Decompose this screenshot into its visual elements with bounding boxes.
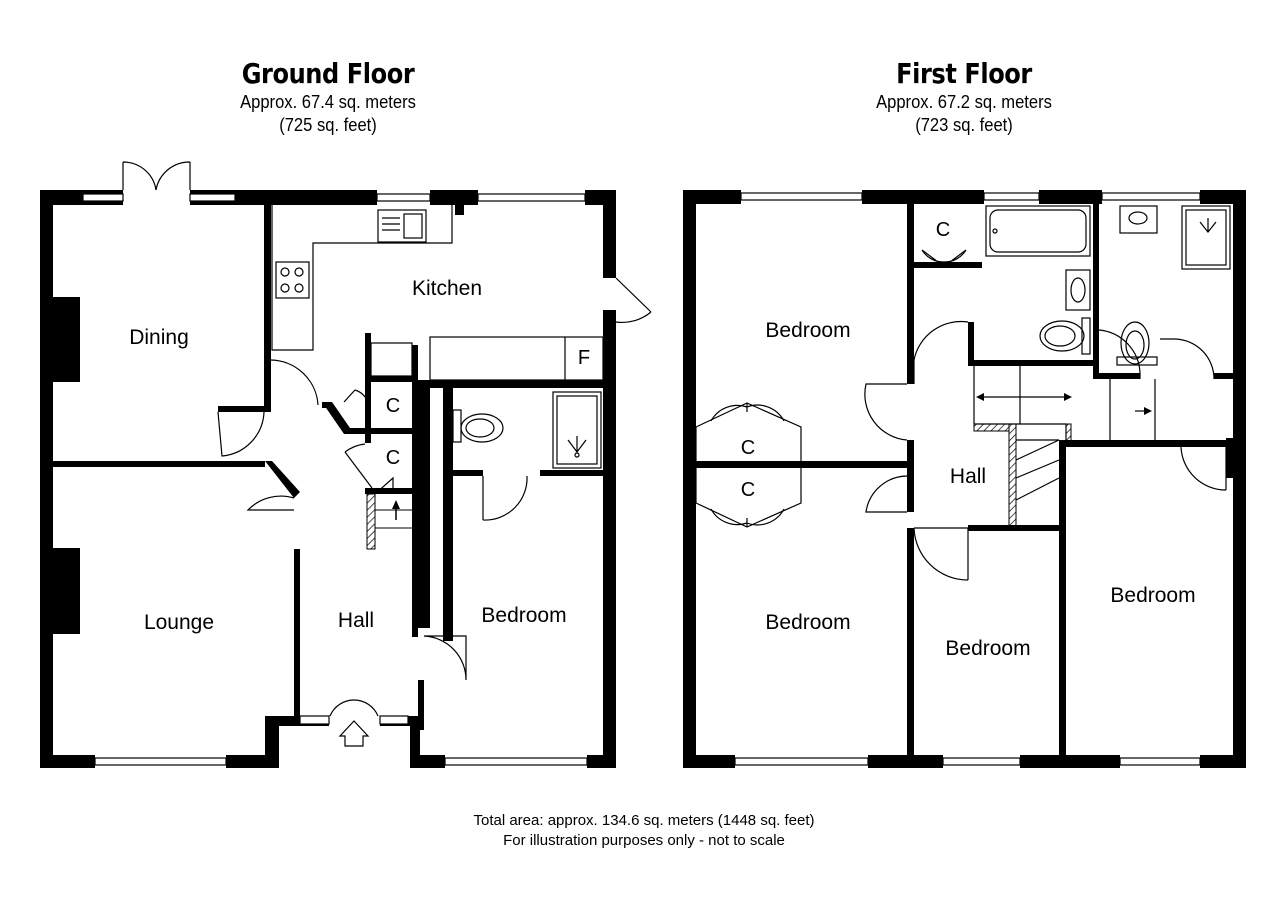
- first-floor-heading: First Floor Approx. 67.2 sq. meters (723…: [754, 57, 1174, 137]
- room-label-lounge: Lounge: [144, 611, 214, 634]
- toilet-bowl-icon-ff1: [1039, 320, 1085, 352]
- first-floor-title: First Floor: [896, 57, 1032, 90]
- stair-landing: [370, 342, 413, 377]
- first-floor-area-metric: Approx. 67.2 sq. meters: [876, 92, 1052, 112]
- wc-door: [482, 475, 528, 521]
- landing-arrow-left-icon: [976, 393, 984, 401]
- washbasin-icon-ff2: [1119, 205, 1158, 234]
- room-label-bedroom-4: Bedroom: [1110, 584, 1195, 607]
- room-label-dining: Dining: [129, 326, 189, 349]
- wardrobe-doors-top: [695, 402, 802, 461]
- first-floor-doors: [695, 249, 1227, 581]
- ground-floor-windows: [82, 193, 588, 766]
- cupboard-label-ff-wardrobe-2: C: [741, 479, 755, 501]
- kitchen-counter-lower: [429, 336, 604, 381]
- cupboard-label-lower: C: [386, 447, 400, 469]
- toilet-bowl-icon-ff2: [1120, 321, 1150, 365]
- dining-door: [217, 411, 265, 457]
- toilet-cistern-icon: [452, 409, 462, 443]
- landing-arrow-right-icon-2: [1144, 407, 1152, 415]
- room-label-bedroom: Bedroom: [481, 604, 566, 627]
- cupboard-door-ff-top: [921, 249, 967, 263]
- lounge-door: [246, 495, 295, 511]
- bedroom2-door: [865, 475, 908, 513]
- ensuite-door: [1160, 338, 1215, 380]
- first-floor-fittings: [973, 205, 1231, 501]
- toilet-cistern-icon-ff1: [1081, 317, 1091, 355]
- cupboard-label-ff-wardrobe-1: C: [741, 437, 755, 459]
- room-label-hall: Hall: [338, 609, 374, 632]
- first-floor-outer-walls: [683, 190, 1246, 768]
- total-area-text: Total area: approx. 134.6 sq. meters (14…: [473, 812, 815, 829]
- bedroom3-door: [913, 527, 969, 581]
- first-floor-area-imperial: (723 sq. feet): [915, 115, 1013, 135]
- cupboard-label-ff-top: C: [936, 219, 950, 241]
- bedroom1-door: [864, 383, 908, 441]
- cupboard-door-upper: [343, 389, 370, 421]
- disclaimer-text: For illustration purposes only - not to …: [503, 832, 785, 849]
- stair-up-arrow-icon: [392, 500, 400, 509]
- front-door: [329, 699, 379, 717]
- bathtub-icon: [985, 205, 1091, 257]
- ground-floor-stairs: [366, 476, 412, 550]
- shower-tray-icon: [552, 391, 602, 469]
- ground-floor-area-imperial: (725 sq. feet): [279, 115, 377, 135]
- french-doors: [122, 161, 191, 191]
- bedroom-door: [423, 635, 467, 681]
- plan-footer: Total area: approx. 134.6 sq. meters (14…: [0, 811, 1280, 851]
- bath-door: [1098, 329, 1141, 379]
- first-floor-windows: [734, 192, 1201, 766]
- kitchen-sink: [377, 209, 427, 243]
- first-floor-stairs: [973, 393, 1152, 531]
- room-label-hall-ff: Hall: [950, 465, 986, 488]
- kitchen-worktop: [271, 205, 453, 351]
- cupboard-door-lower: [344, 443, 373, 489]
- landing-arrow-right-icon: [1064, 393, 1072, 401]
- entrance-arrow-icon: [338, 720, 370, 747]
- ground-floor-area-metric: Approx. 67.4 sq. meters: [240, 92, 416, 112]
- ground-floor-title: Ground Floor: [241, 57, 415, 90]
- kitchen-back-door: [615, 277, 652, 324]
- room-label-bedroom-2: Bedroom: [765, 611, 850, 634]
- washbasin-icon: [1065, 269, 1091, 311]
- ground-floor-heading: Ground Floor Approx. 67.4 sq. meters (72…: [118, 57, 538, 137]
- wardrobe-doors-bottom: [695, 468, 802, 528]
- ground-floor-fittings: [271, 205, 604, 469]
- toilet-bowl-icon: [460, 413, 504, 443]
- shower-tray-icon-ff: [1181, 205, 1231, 270]
- ground-floor-doors: [122, 161, 652, 747]
- bedroom4-door: [1180, 446, 1227, 491]
- room-label-bedroom-3: Bedroom: [945, 637, 1030, 660]
- ground-floor-interior-walls: [53, 190, 616, 730]
- first-floor-plan: Bedroom Bedroom Bedroom Bedroom Hall C C…: [683, 190, 1246, 768]
- fridge-label: F: [578, 347, 590, 369]
- hob-icon: [275, 261, 310, 299]
- cupboard-label-upper: C: [386, 395, 400, 417]
- room-label-kitchen: Kitchen: [412, 277, 482, 300]
- ground-floor-outer-walls: [40, 190, 616, 768]
- room-label-bedroom-1: Bedroom: [765, 319, 850, 342]
- ground-floor-plan: Dining Kitchen Lounge Hall Bedroom C C F: [40, 161, 652, 768]
